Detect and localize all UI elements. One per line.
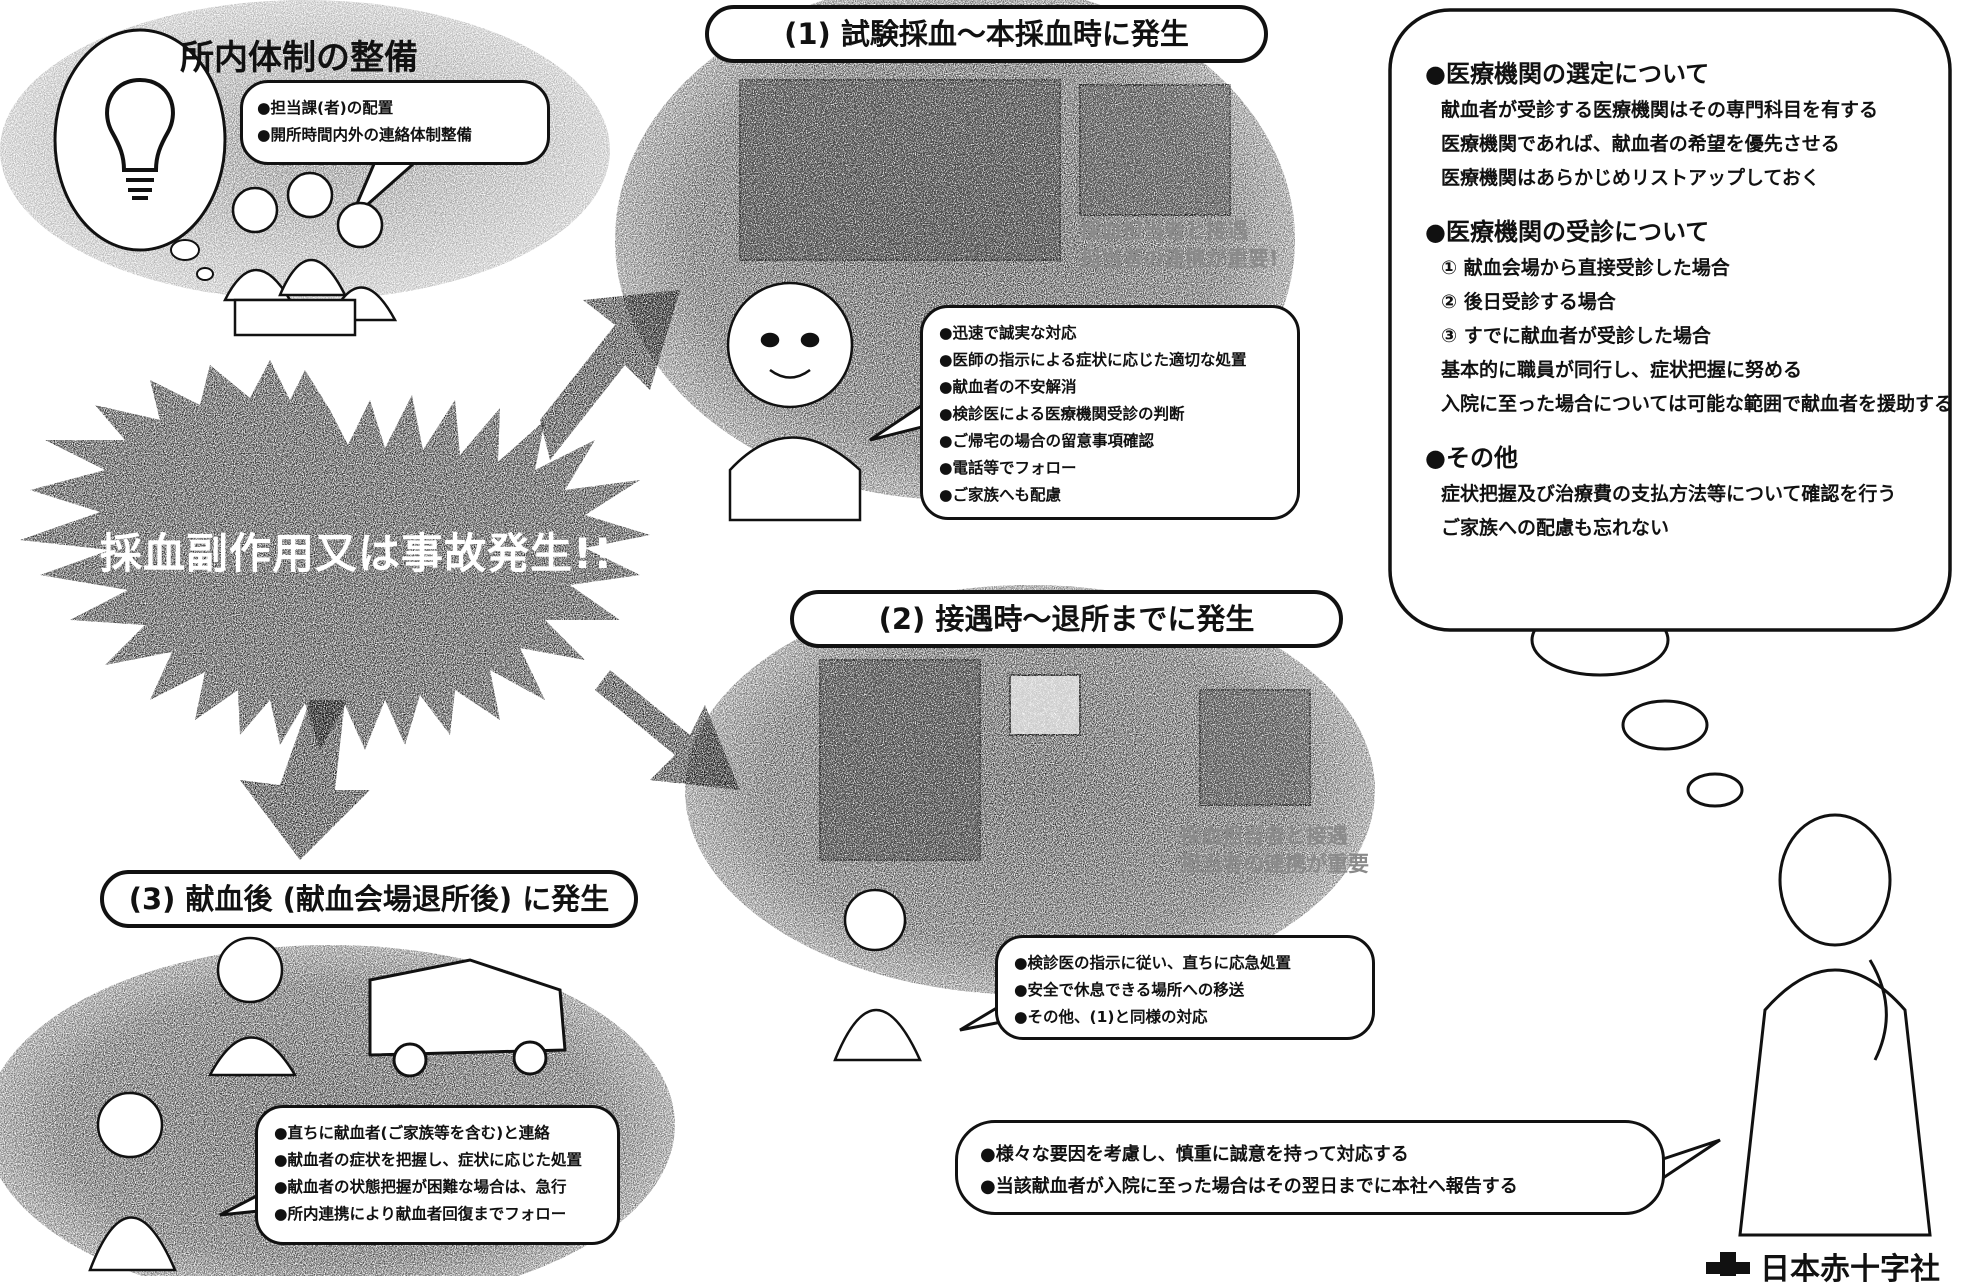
section2-item-3: ●その他、(1)と同様の対応 [1014, 1008, 1208, 1026]
thought-dot-2 [196, 267, 214, 281]
bottom-note-item-1: ●様々な要因を考慮し、慎重に誠意を持って対応する [980, 1144, 1409, 1165]
section3-item-1: ●直ちに献血者(ご家族等を含む)と連絡 [274, 1124, 550, 1142]
rp-heading-1: ●医療機関の選定について [1425, 60, 1710, 88]
section1-item-7: ●ご家族へも配慮 [939, 486, 1062, 504]
phone-caller-illustration [207, 936, 298, 1077]
top-left-item-1: ●担当課(者)の配置 [257, 99, 394, 117]
section1-watermark-line2: 担当者の連携が重要! [1080, 247, 1279, 271]
section1-item-3: ●献血者の不安解消 [939, 378, 1077, 396]
lounge-illustration [819, 659, 1311, 861]
donation-room-photo [739, 79, 1231, 261]
staff-illustration-section3 [88, 1091, 177, 1272]
section1-item-4: ●検診医による医療機関受診の判断 [939, 405, 1185, 423]
thought-bubble-medium [1621, 699, 1709, 751]
rp-heading-2: ●医療機関の受診について [1425, 218, 1710, 246]
rp-line-1-1: 献血者が受診する医療機関はその専門科目を有する [1441, 99, 1879, 121]
doctor-illustration [1738, 813, 1932, 1237]
rp-line-3-2: ご家族への配慮も忘れない [1441, 517, 1670, 539]
rp-line-2-1: ① 献血会場から直接受診した場合 [1441, 257, 1730, 279]
center-event-label: 採血副作用又は事故発生!! [100, 529, 614, 578]
section3-bubble: ●直ちに献血者(ご家族等を含む)と連絡 ●献血者の症状を把握し、症状に応じた処置… [255, 1105, 620, 1245]
section2-watermark-line2: 担当者の連携が重要 [1180, 852, 1369, 876]
bottom-note-bubble: ●様々な要因を考慮し、慎重に誠意を持って対応する ●当該献血者が入院に至った場合… [955, 1120, 1665, 1215]
section3-header: (3) 献血後 (献血会場退所後) に発生 [100, 870, 638, 928]
section3-item-3: ●献血者の状態把握が困難な場合は、急行 [274, 1178, 567, 1196]
section2-item-1: ●検診医の指示に従い、直ちに応急処置 [1014, 954, 1292, 972]
right-panel: ●医療機関の選定について 献血者が受診する医療機関はその専門科目を有する 医療機… [1425, 55, 1953, 545]
ambulance-icon [368, 958, 567, 1078]
center-starburst [20, 360, 650, 750]
thought-bubble-small [1686, 772, 1744, 808]
section2-bubble: ●検診医の指示に従い、直ちに応急処置 ●安全で休息できる場所への移送 ●その他、… [995, 935, 1375, 1040]
section1-item-2: ●医師の指示による症状に応じた適切な処置 [939, 351, 1247, 369]
top-left-item-2: ●開所時間内外の連絡体制整備 [257, 126, 473, 144]
thought-bubble-lightbulb [53, 28, 227, 252]
red-cross-logo-icon [1706, 1252, 1750, 1276]
rp-line-2-3: ③ すでに献血者が受診した場合 [1441, 325, 1711, 347]
section1-bubble: ●迅速で誠実な対応 ●医師の指示による症状に応じた適切な処置 ●献血者の不安解消… [920, 305, 1300, 520]
logo-text: 日本赤十字社 [1760, 1252, 1940, 1287]
section1-header: (1) 試験採血〜本採血時に発生 [705, 5, 1268, 63]
rp-line-1-3: 医療機関はあらかじめリストアップしておく [1441, 167, 1820, 189]
top-left-title: 所内体制の整備 [180, 38, 418, 78]
rp-line-2-4: 基本的に職員が同行し、症状把握に努める [1441, 359, 1803, 381]
right-panel-frame [1388, 8, 1952, 632]
rp-line-1-2: 医療機関であれば、献血者の希望を優先させる [1441, 133, 1840, 155]
section1-item-1: ●迅速で誠実な対応 [939, 324, 1077, 342]
top-left-bubble: ●担当課(者)の配置 ●開所時間内外の連絡体制整備 [240, 80, 550, 165]
bubble-tail-bottom-note [1658, 1138, 1721, 1183]
nurse-illustration [726, 281, 862, 522]
staff-illustration-section2 [833, 888, 922, 1062]
rp-line-2-5: 入院に至った場合については可能な範囲で献血者を援助する [1441, 393, 1954, 415]
rp-line-3-1: 症状把握及び治療費の支払方法等について確認を行う [1441, 483, 1897, 505]
arrow-to-section2 [595, 670, 740, 790]
section2-header: (2) 接遇時〜退所までに発生 [790, 590, 1343, 648]
section3-item-4: ●所内連携により献血者回復までフォロー [274, 1205, 567, 1223]
lightbulb-icon [105, 77, 175, 200]
section2-item-2: ●安全で休息できる場所への移送 [1014, 981, 1245, 999]
section1-item-5: ●ご帰宅の場合の留意事項確認 [939, 432, 1155, 450]
section3-item-2: ●献血者の症状を把握し、症状に応じた処置 [274, 1151, 583, 1169]
section1-watermark-line1: 採血担当者と接遇 [1080, 219, 1248, 243]
rp-heading-3: ●その他 [1425, 444, 1518, 472]
thought-dot-1 [170, 239, 200, 261]
bottom-note-item-2: ●当該献血者が入院に至った場合はその翌日までに本社へ報告する [980, 1176, 1518, 1197]
section1-item-6: ●電話等でフォロー [939, 459, 1077, 477]
office-team-illustration [222, 171, 398, 337]
section2-watermark-line1: 採血担当者と接遇 [1180, 824, 1348, 848]
arrow-to-section3 [240, 700, 370, 860]
arrow-to-section1 [540, 290, 680, 460]
rp-line-2-2: ② 後日受診する場合 [1441, 291, 1616, 313]
